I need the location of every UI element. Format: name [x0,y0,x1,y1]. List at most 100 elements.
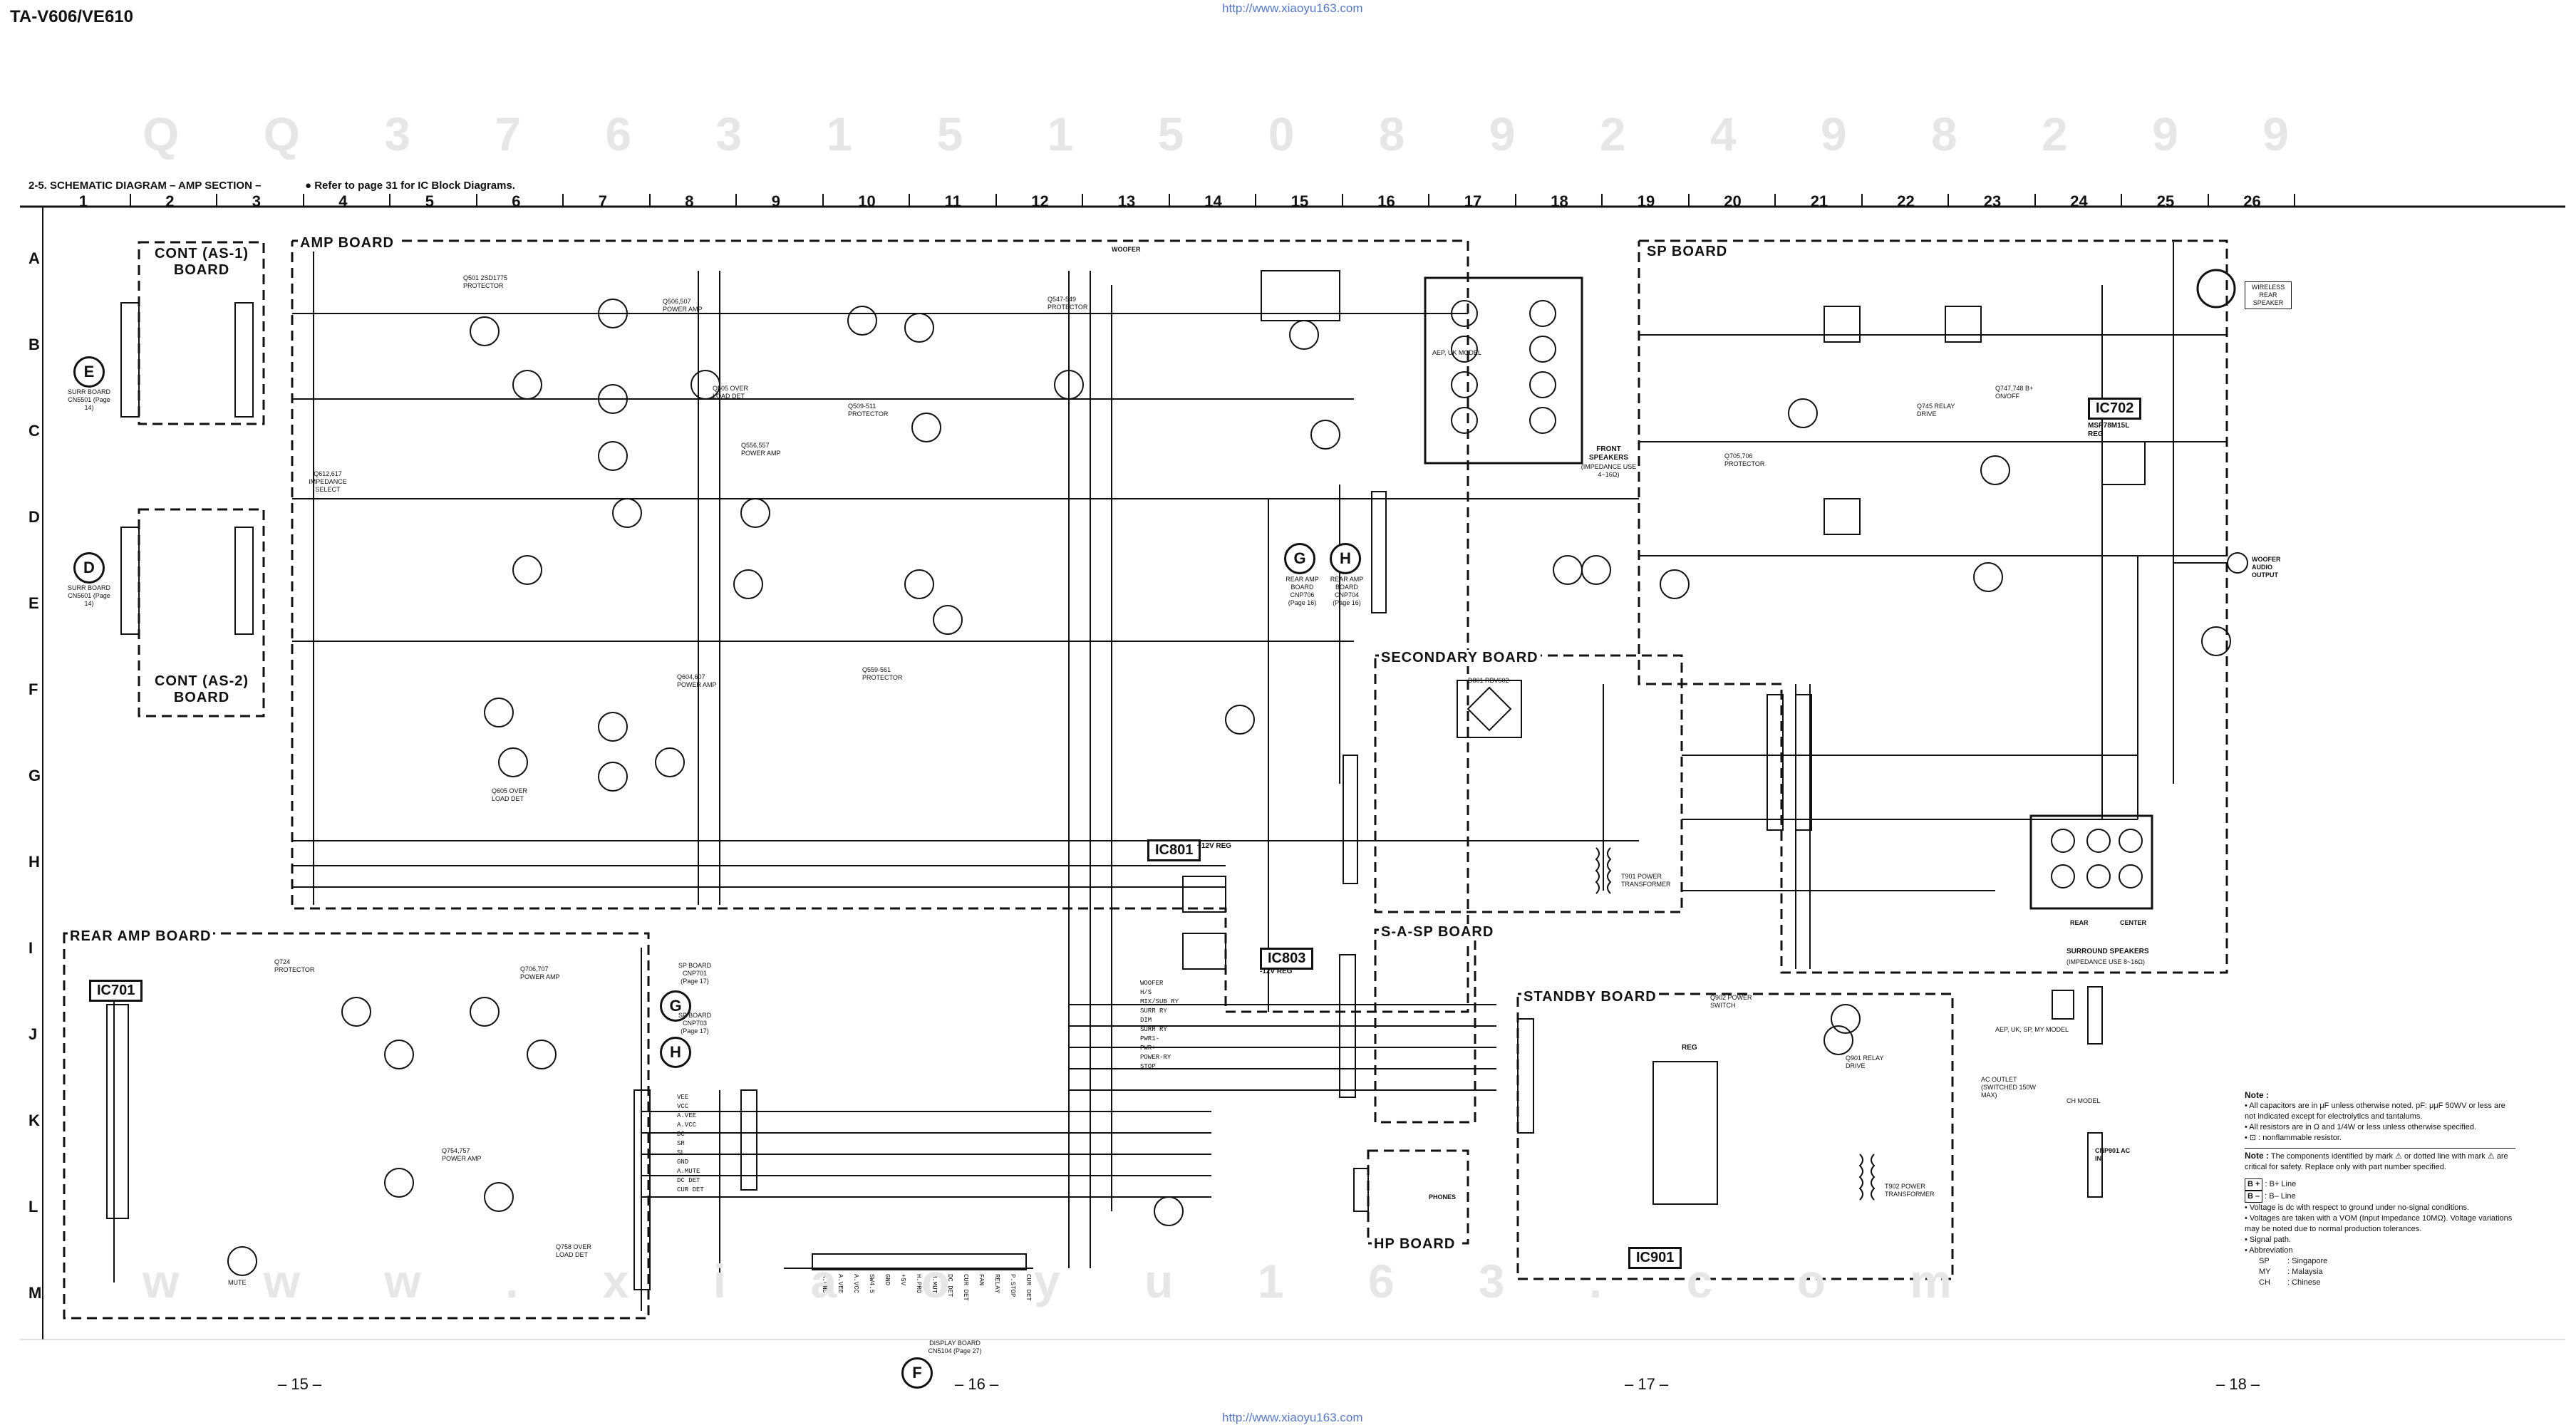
signal-name: STOP [1140,1063,1156,1070]
b-plus-tag: B + [2245,1178,2263,1191]
signal-name: A.GND [821,1274,828,1294]
surr-board-e-label: SURR BOARD CN5501 (Page 14) [67,388,110,411]
notes-title-2: Note : [2245,1151,2269,1161]
note-nonflammable: • ⊡ : nonflammable resistor. [2245,1134,2342,1142]
signal-name: WOOFER [1140,980,1164,987]
signal-name: CUR DET [962,1274,969,1301]
q509-label: Q509-511 PROTECTOR [848,403,889,418]
signal-name: H/S [1140,989,1152,996]
signal-name: DC [677,1131,685,1138]
q706-label: Q706,707 POWER AMP [520,965,560,980]
signal-name: M.MUTE [931,1274,938,1297]
watermark-bottom: w w w . x i a o y u 1 6 3 . c o m [143,1255,1987,1307]
signal-name: DC DET [946,1274,953,1297]
standby-board-label: STANDBY BOARD [1521,989,1659,1005]
page-number-18: – 18 – [2216,1375,2260,1393]
source-url-top[interactable]: http://www.xiaoyu163.com [1222,1,1363,15]
signal-name: SURR RY [1140,1007,1167,1015]
refer-note: ● Refer to page 31 for IC Block Diagrams… [305,180,515,192]
signal-name: SURR RY [1140,1026,1167,1033]
rear-label: REAR [2070,919,2089,926]
woofer-audio-output-label: WOOFER AUDIO OUTPUT [2252,556,2281,579]
signal-name: DIM [1140,1017,1152,1024]
section-title: 2-5. SCHEMATIC DIAGRAM – AMP SECTION – [29,180,262,192]
grid-row-E: E [29,594,39,612]
grid-column-tick [1082,194,1083,207]
q902-label: Q902 POWER SWITCH [1710,994,1752,1009]
abbrev-row: MY: Malaysia [2259,1268,2323,1276]
power-transformer-2-label: T902 POWER TRANSFORMER [1885,1183,1935,1198]
cont-as2-board-label: CONT (AS-2) BOARD [143,673,261,706]
connector-h-rear: H [660,1037,691,1068]
front-impedance-label: (IMPEDANCE USE 4~16Ω) [1581,463,1637,478]
grid-column-tick [1947,194,1949,207]
signal-name: SL [677,1149,685,1156]
b-minus-tag: B – [2245,1191,2263,1203]
q547-label: Q547-549 PROTECTOR [1048,296,1088,311]
q705-label: Q705,706 PROTECTOR [1724,452,1765,467]
watermark-top: Q Q 3 7 6 3 1 5 1 5 0 8 9 2 4 9 8 2 9 9 [143,108,2324,160]
grid-column-tick [389,194,390,207]
q501-label: Q501 2SD1775 PROTECTOR [463,274,508,289]
grid-column-tick [1601,194,1603,207]
page-number-15: – 15 – [278,1375,322,1393]
grid-row-L: L [29,1198,38,1216]
woofer-label: WOOFER [1112,246,1141,253]
surround-impedance-label: (IMPEDANCE USE 8~16Ω) [2067,958,2146,965]
ac-outlet-label: AC OUTLET (SWITCHED 150W MAX) [1981,1076,2037,1099]
q745-label: Q745 RELAY DRIVE [1917,403,1955,418]
ic801-label: IC801 [1147,839,1201,861]
phones-label: PHONES [1429,1193,1457,1201]
note-voltage-vom: • Voltages are taken with a VOM (Input i… [2245,1214,2513,1233]
grid-column-tick [1341,194,1343,207]
grid-column-tick [735,194,737,207]
signal-name: CUR DET [1025,1274,1032,1301]
source-url-bottom[interactable]: http://www.xiaoyu163.com [1222,1411,1363,1424]
cnp901-ac-in-label: CNP901 AC IN [2095,1147,2131,1162]
ic801-desc: +12V REG [1197,842,1232,850]
grid-row-I: I [29,939,33,957]
grid-column-tick [302,194,304,207]
aep-uk-model-label: AEP, UK MODEL [1432,349,1481,356]
signal-name: A.MUTE [677,1168,700,1175]
connector-g: G [1284,543,1315,574]
impedance-select-label: Q612,617 IMPEDANCE SELECT [309,470,347,493]
signal-name: VCC [677,1103,689,1110]
document-title: TA-V606/VE610 [10,7,133,26]
grid-row-A: A [29,249,40,267]
q604-label: Q604,607 POWER AMP [677,673,717,688]
q724-label: Q724 PROTECTOR [274,958,315,973]
grid-column-tick [2294,194,2295,207]
grid-row-K: K [29,1112,40,1129]
note-capacitors: • All capacitors are in μF unless otherw… [2245,1102,2505,1121]
b-minus-line: B– Line [2269,1192,2296,1201]
mute-label: MUTE [228,1279,247,1286]
signal-name: MIX/SUB RY [1140,998,1179,1005]
grid-column-tick [475,194,477,207]
grid-column-tick [909,194,910,207]
b-plus-line: B+ Line [2269,1180,2297,1188]
power-transformer-label: T901 POWER TRANSFORMER [1621,873,1671,888]
signal-name: PWR+ [1140,1045,1156,1052]
grid-row-D: D [29,508,40,526]
abbrev-row: SP: Singapore [2259,1257,2328,1265]
ic702-label: IC702 [2088,398,2142,420]
ic702-desc: MSP78M15L REG [2088,422,2130,438]
grid-column-tick [648,194,651,207]
ic803-desc: -12V REG [1260,968,1293,975]
q747-label: Q747,748 B+ ON/OFF [1995,385,2034,400]
rear-amp-board-label: REAR AMP BOARD [68,928,214,945]
connector-f: F [901,1357,933,1389]
note-signal-path: • Signal path. [2245,1235,2292,1244]
grid-column-tick [562,194,564,207]
signal-name: +5V [899,1274,906,1286]
grid-column-tick [2207,194,2209,207]
sp-board-h-label: SP BOARD CNP703 (Page 17) [678,1012,712,1035]
signal-name: CUR DET [677,1186,704,1193]
s-a-sp-board-label: S-A-SP BOARD [1379,924,1496,940]
signal-name: H.PRO [915,1274,922,1294]
grid-row-C: C [29,422,40,440]
wireless-rear-speaker-label: WIRELESS REAR SPEAKER [2245,281,2292,309]
ic701-label: IC701 [89,980,143,1002]
